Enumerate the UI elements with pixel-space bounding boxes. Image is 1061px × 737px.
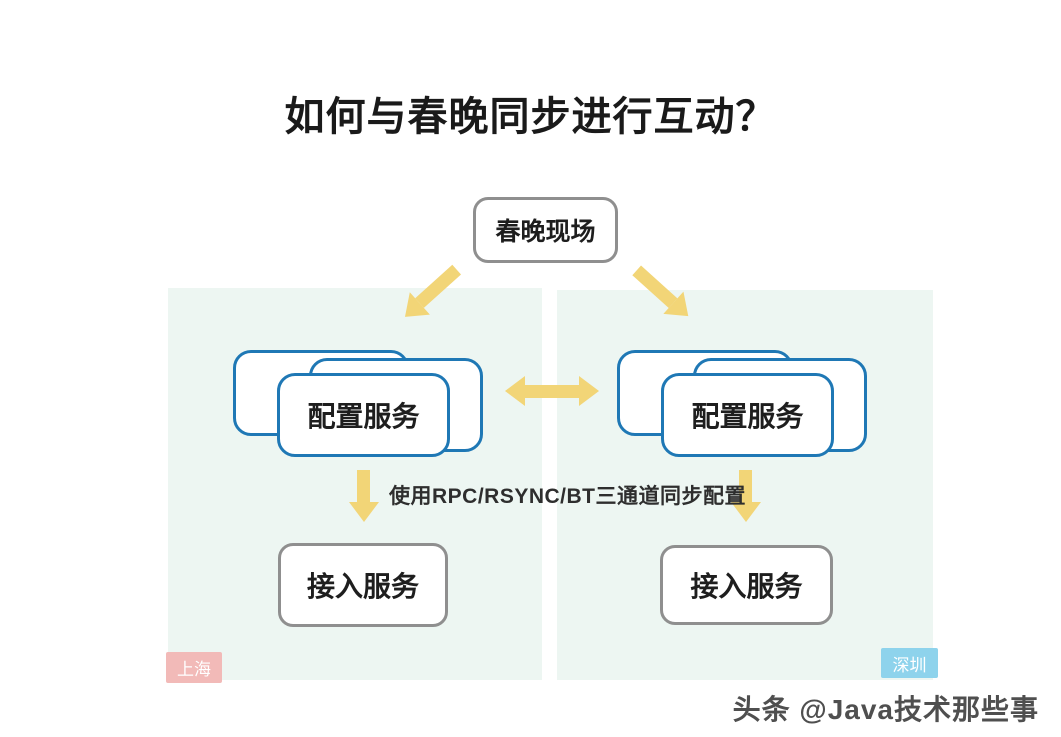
shenzhen-badge: 深圳 bbox=[881, 648, 938, 678]
shanghai-badge: 上海 bbox=[166, 652, 222, 683]
arrow-bidirectional-icon bbox=[505, 376, 599, 406]
arrow-down-icon bbox=[349, 470, 379, 522]
config-service-label: 配置服务 bbox=[307, 401, 420, 432]
watermark: 头条 @Java技术那些事 bbox=[732, 694, 1039, 725]
config-stack-shanghai: 配置服务 bbox=[233, 350, 483, 457]
access-service-node-shenzhen: 接入服务 bbox=[660, 545, 833, 625]
config-box-front: 配置服务 bbox=[277, 373, 450, 457]
access-service-label: 接入服务 bbox=[690, 571, 803, 602]
sync-channel-note: 使用RPC/RSYNC/BT三通道同步配置 bbox=[389, 485, 747, 508]
access-service-node-shanghai: 接入服务 bbox=[278, 543, 448, 627]
access-service-label: 接入服务 bbox=[306, 571, 419, 602]
config-box-front: 配置服务 bbox=[661, 373, 834, 457]
config-stack-shenzhen: 配置服务 bbox=[617, 350, 867, 457]
page-title: 如何与春晚同步进行互动？ bbox=[284, 95, 777, 139]
config-service-label: 配置服务 bbox=[691, 401, 804, 432]
gala-live-node: 春晚现场 bbox=[473, 197, 618, 263]
gala-live-label: 春晚现场 bbox=[495, 218, 596, 246]
